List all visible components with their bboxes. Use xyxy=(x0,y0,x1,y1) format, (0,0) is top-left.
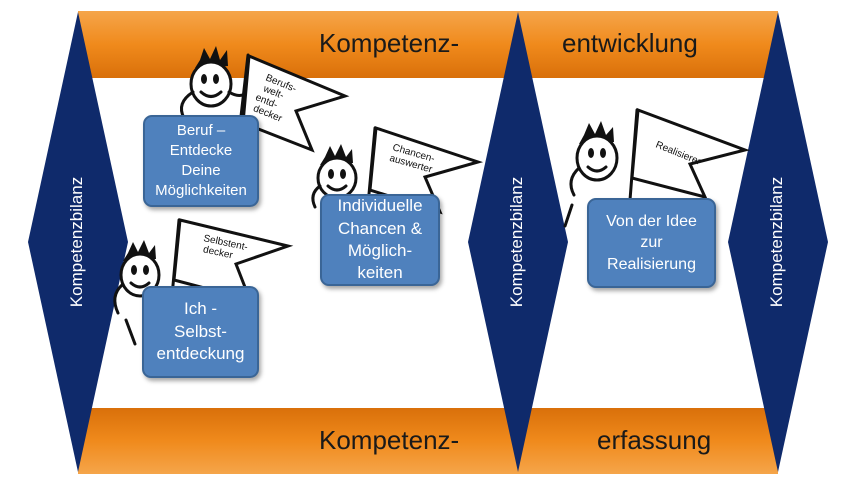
left-hexagon xyxy=(28,12,128,472)
box-beruf-text: Beruf – Entdecke Deine Möglichkeiten xyxy=(155,122,247,199)
top-bar-left xyxy=(78,11,518,78)
box-beruf: Beruf – Entdecke Deine Möglichkeiten xyxy=(143,115,259,207)
bottom-bar-left xyxy=(78,408,518,474)
box-selbst-text: Ich - Selbst- entdeckung xyxy=(156,299,245,364)
explorer-figure-icon xyxy=(180,46,350,153)
realizer-figure-icon xyxy=(563,107,751,228)
top-left-bar-label: Kompetenz- xyxy=(319,28,460,58)
right-hexagon xyxy=(728,12,828,472)
box-chancen-text: Individuelle Chancen & Möglich- keiten xyxy=(337,196,423,283)
bottom-right-bar-label: erfassung xyxy=(597,425,712,455)
bottom-bar-right xyxy=(518,408,778,474)
box-idee: Von der Idee zur Realisierung xyxy=(587,198,716,288)
evaluator-figure-icon xyxy=(311,125,484,215)
box-idee-text: Von der Idee zur Realisierung xyxy=(606,213,697,273)
bottom-left-bar-label: Kompetenz- xyxy=(319,425,460,455)
top-right-bar-label: entwicklung xyxy=(562,28,698,58)
self-explorer-figure-icon xyxy=(113,218,294,346)
box-selbst: Ich - Selbst- entdeckung xyxy=(142,286,259,378)
top-bar-right xyxy=(518,11,778,78)
box-chancen: Individuelle Chancen & Möglich- keiten xyxy=(320,194,440,286)
left-hexagon-label: Kompetenzbilanz xyxy=(67,176,86,308)
right-hexagon-label: Kompetenzbilanz xyxy=(767,176,786,308)
middle-hexagon-label: Kompetenzbilanz xyxy=(507,176,526,308)
middle-hexagon xyxy=(468,12,568,472)
